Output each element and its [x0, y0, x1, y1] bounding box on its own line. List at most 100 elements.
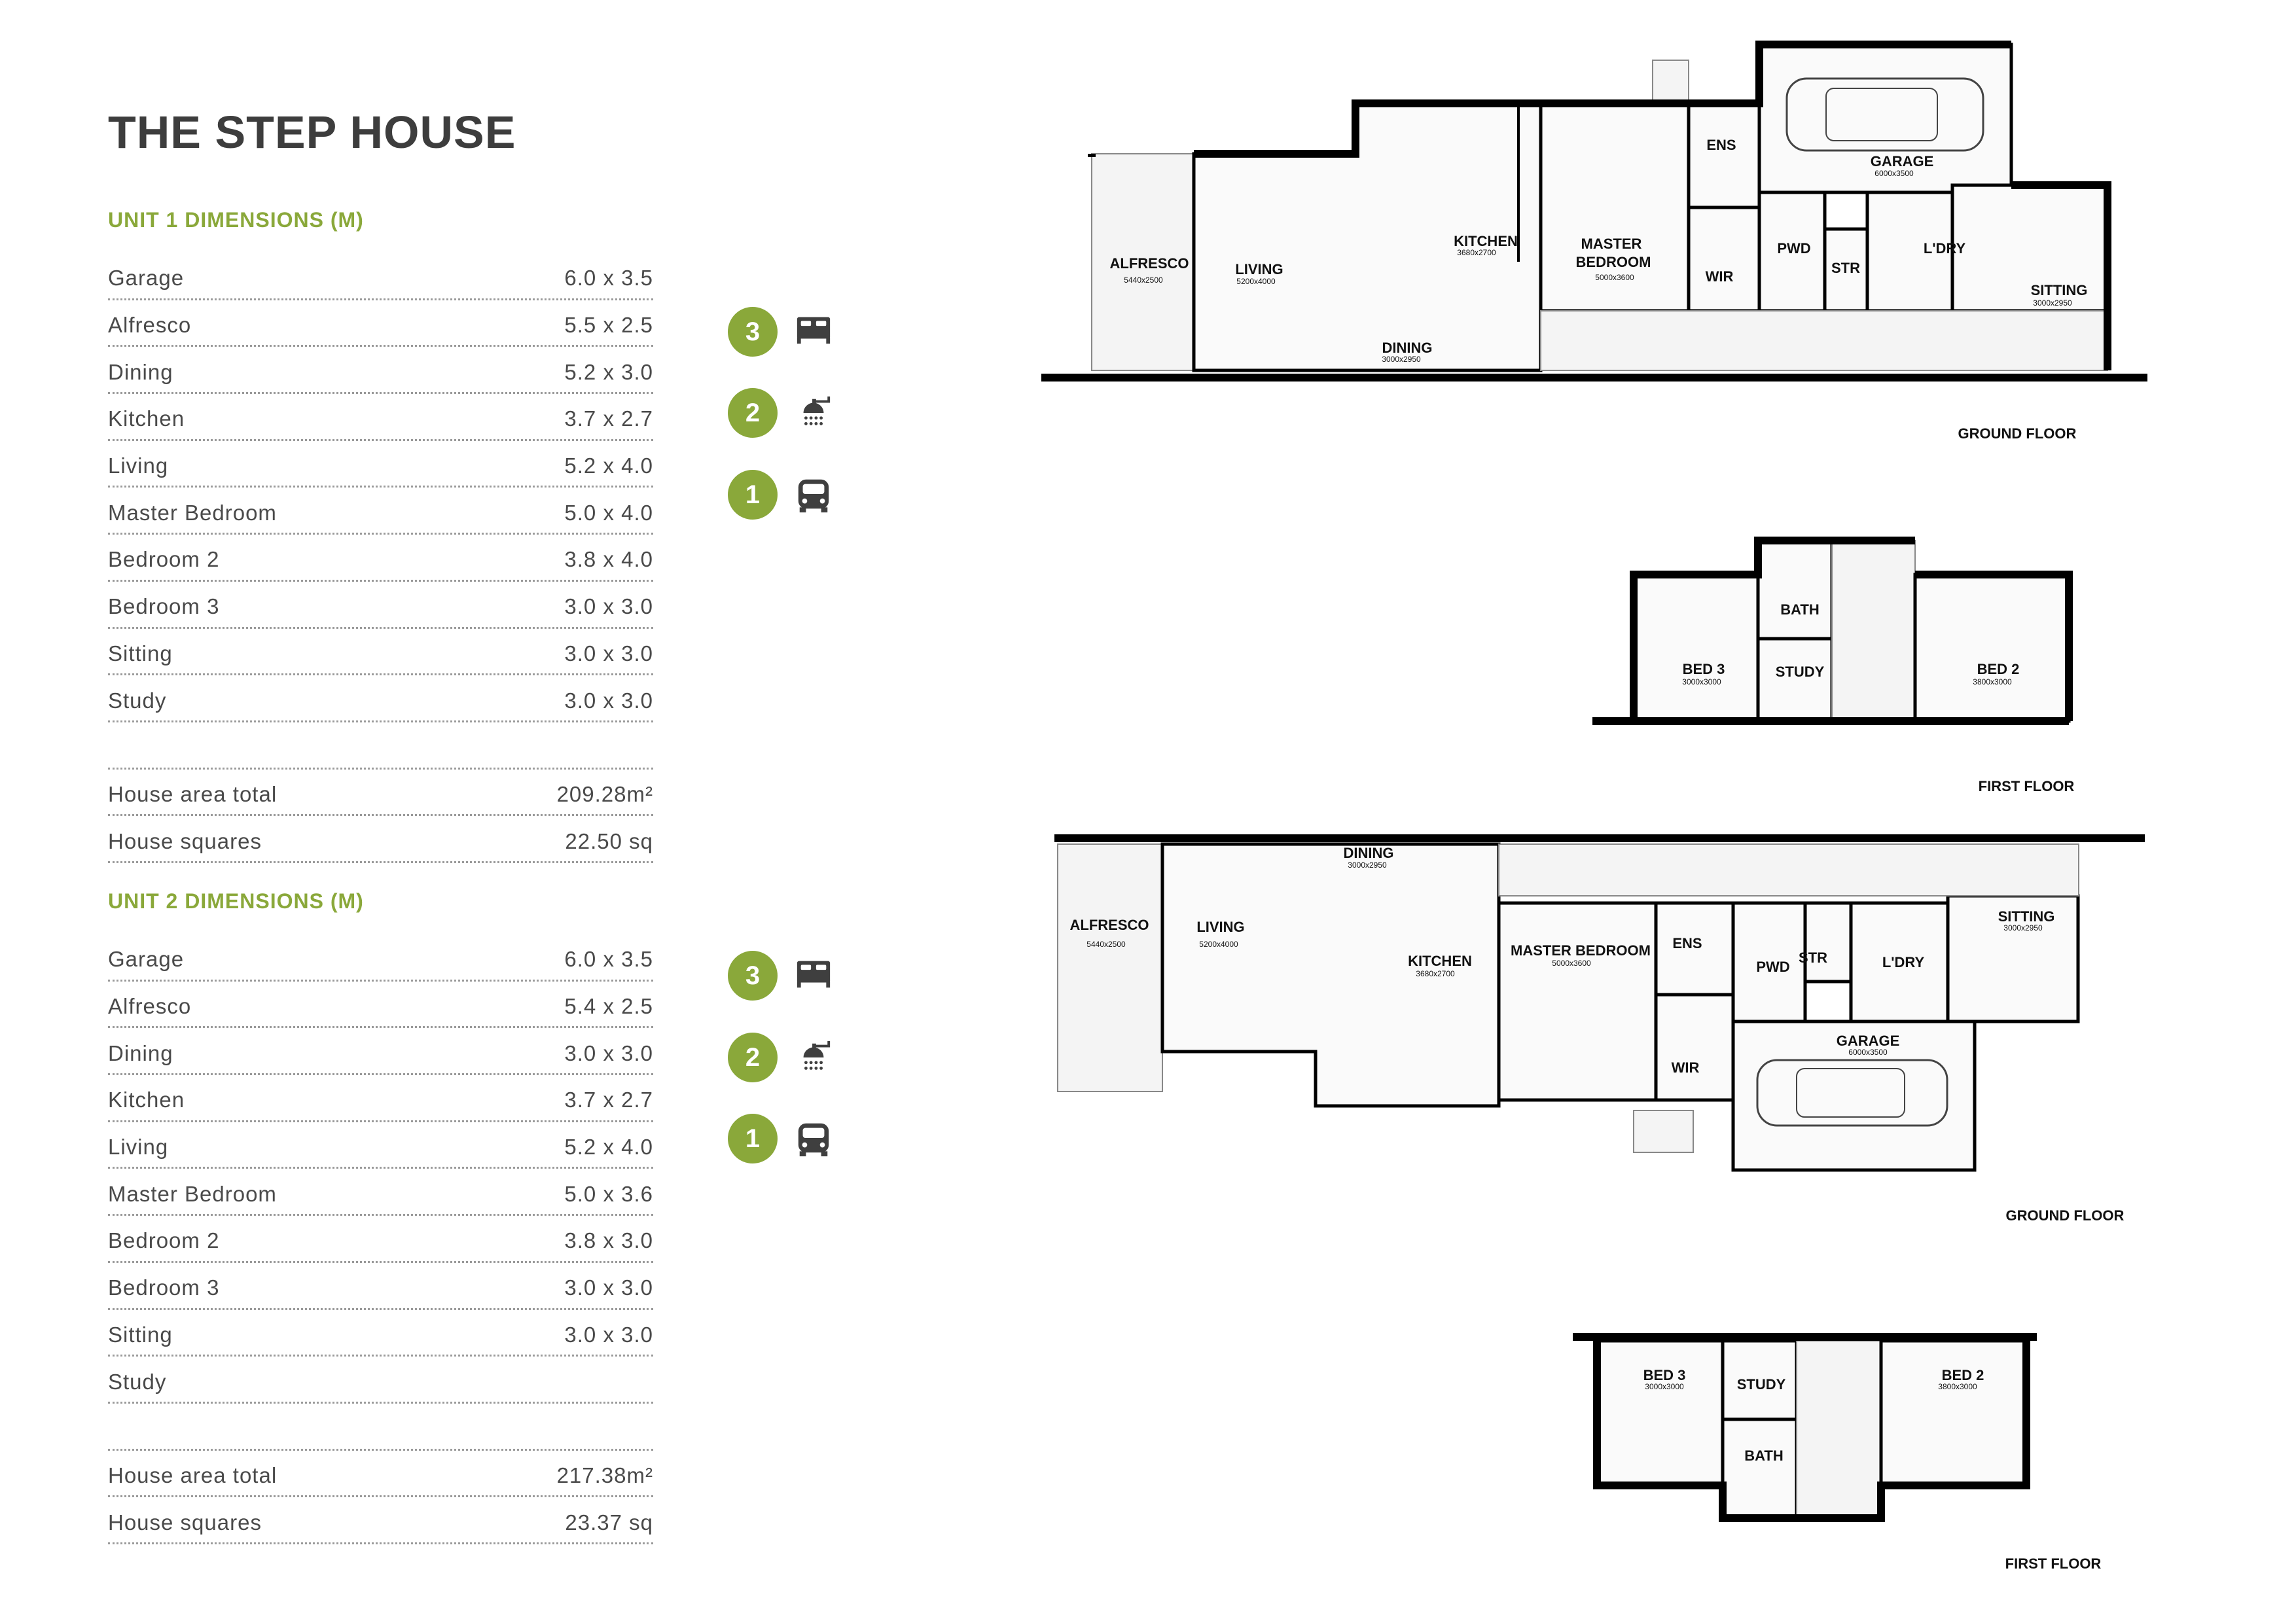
room-label: KITCHEN	[1454, 233, 1518, 249]
room-label: DINING	[1382, 340, 1433, 356]
table-row: Master Bedroom 5.0 x 4.0	[108, 488, 653, 535]
room-label: PWD	[1777, 240, 1810, 257]
row-value: 3.0 x 3.0	[564, 1275, 653, 1300]
row-label: Dining	[108, 1040, 173, 1065]
room-label: 5440x2500	[1124, 275, 1163, 285]
row-label: Study	[108, 688, 167, 713]
room-label: LIVING	[1235, 261, 1283, 277]
count-badge: 1	[728, 470, 778, 520]
wall	[1088, 41, 2111, 370]
alfresco-area	[1057, 843, 1163, 1092]
row-value: 3.0 x 3.0	[564, 688, 653, 713]
garage-car-icon	[1756, 1059, 1948, 1127]
car-icon	[795, 476, 833, 514]
feature-item: 1	[728, 470, 833, 520]
wall	[1593, 1337, 2030, 1522]
row-label: Study	[108, 1369, 167, 1394]
wall	[1825, 88, 1938, 141]
row-value: 3.0 x 3.0	[564, 1040, 653, 1065]
room-label: BATH	[1780, 601, 1819, 618]
room-label: 3680x2700	[1457, 248, 1496, 257]
row-label: Master Bedroom	[108, 1181, 277, 1206]
row-label: Bedroom 2	[108, 1228, 220, 1253]
room-label: WIR	[1672, 1059, 1700, 1076]
room-label: 3680x2700	[1416, 969, 1455, 978]
room-label: ENS	[1672, 935, 1702, 951]
shower-icon	[795, 394, 833, 432]
wall	[1785, 77, 1984, 152]
study	[1756, 637, 1834, 723]
room-label: BED 3	[1643, 1367, 1686, 1383]
table-row: Dining 3.0 x 3.0	[108, 1028, 653, 1076]
room-label: STUDY	[1737, 1376, 1786, 1393]
storage	[1803, 901, 1853, 984]
row-value: 6.0 x 3.5	[564, 266, 653, 291]
stairs	[1831, 540, 1916, 722]
room-label: 3000x2950	[2033, 298, 2072, 308]
row-value: 5.2 x 4.0	[564, 1135, 653, 1160]
room-label: SITTING	[1998, 908, 2055, 925]
count-badge: 2	[728, 1033, 778, 1082]
entry-stairs	[1633, 1110, 1694, 1153]
row-label: Kitchen	[108, 1088, 185, 1112]
wall	[1756, 1059, 1948, 1127]
shower-icon	[795, 1038, 833, 1076]
feature-item: 3	[728, 951, 833, 1001]
room-label: 3000x3000	[1682, 677, 1721, 686]
sitting-room	[1950, 183, 2109, 313]
floor-label: GROUND FLOOR	[2006, 1207, 2125, 1224]
row-label: Sitting	[108, 641, 173, 666]
row-label: House squares	[108, 1510, 262, 1535]
bedroom-3	[1632, 573, 1760, 723]
row-label: Master Bedroom	[108, 500, 277, 525]
row-label: Bedroom 3	[108, 1275, 220, 1300]
count-badge: 3	[728, 951, 778, 1001]
bed-icon	[795, 957, 833, 995]
room-label: 3000x2950	[2003, 923, 2043, 932]
garage	[1731, 1020, 1977, 1172]
row-value: 23.37 sq	[565, 1510, 653, 1535]
bathroom	[1721, 1417, 1799, 1520]
hallway	[1540, 310, 2108, 371]
room-label: STUDY	[1776, 664, 1825, 680]
row-value: 209.28m²	[556, 781, 653, 806]
row-label: House area total	[108, 1463, 278, 1487]
room-label: BEDROOM	[1576, 254, 1651, 270]
room-label: MASTER BEDROOM	[1511, 942, 1651, 959]
table-row: Study	[108, 1357, 653, 1404]
room-label: 6000x3500	[1874, 169, 1914, 178]
boundary-wall	[1054, 834, 2145, 842]
page-title: THE STEP HOUSE	[108, 107, 516, 158]
boundary-wall	[1041, 374, 2147, 382]
room-label: 3000x2950	[1382, 355, 1421, 364]
room-label: STR	[1831, 260, 1860, 276]
row-value: 5.4 x 2.5	[564, 994, 653, 1019]
room-label: KITCHEN	[1408, 953, 1472, 969]
room-label: ALFRESCO	[1110, 255, 1189, 272]
row-label: House squares	[108, 828, 262, 853]
row-value: 5.2 x 4.0	[564, 453, 653, 478]
row-label: Sitting	[108, 1322, 173, 1347]
stairs	[1796, 1340, 1882, 1519]
table-row: Bedroom 3 3.0 x 3.0	[108, 1263, 653, 1310]
row-value: 5.0 x 4.0	[564, 500, 653, 525]
bedroom-3	[1595, 1339, 1725, 1487]
entry-stairs	[1652, 60, 1689, 104]
feature-item: 2	[728, 1033, 833, 1082]
room-label: ENS	[1706, 137, 1736, 153]
room-label: WIR	[1706, 268, 1734, 285]
count-badge: 1	[728, 1114, 778, 1163]
room-label: GARAGE	[1871, 153, 1934, 169]
floor-label: FIRST FLOOR	[2005, 1555, 2102, 1572]
count-badge: 2	[728, 388, 778, 438]
unit-1-ground-floor-plan: ALFRESCO 5440x2500 LIVING 5200x4000 KITC…	[1041, 41, 2147, 442]
row-label: Garage	[108, 266, 185, 291]
